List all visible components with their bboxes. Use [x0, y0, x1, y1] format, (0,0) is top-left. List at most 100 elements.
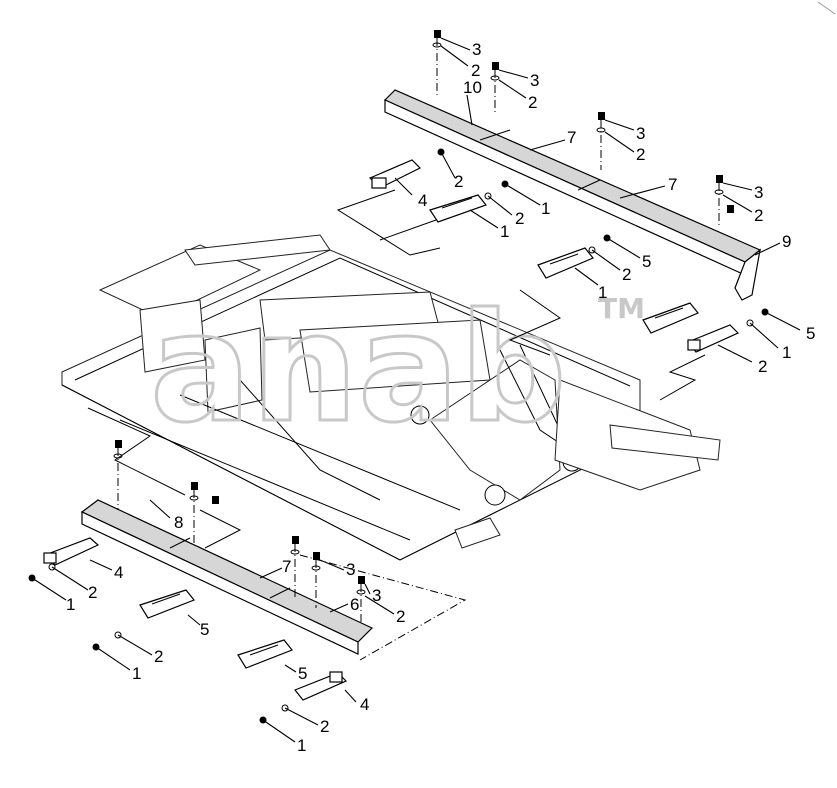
leader-line	[31, 577, 67, 601]
leader-line	[364, 595, 395, 615]
callout-label: 6	[350, 595, 359, 614]
bolt-icon	[358, 576, 365, 584]
mount-line	[199, 509, 242, 549]
upper-bracket-1	[368, 159, 422, 189]
callout-label: 2	[454, 172, 463, 191]
chassis-frame	[61, 234, 721, 561]
bolt-icon	[434, 30, 441, 38]
callout-label: 5	[642, 252, 651, 271]
upper-step-tread	[383, 89, 762, 263]
watermark-trademark: TM	[598, 292, 645, 325]
callout-label: 2	[515, 209, 524, 228]
mount-line	[87, 407, 186, 496]
callout-label: 1	[782, 343, 791, 362]
bolt-icon	[212, 496, 219, 504]
leader-line	[591, 249, 621, 271]
leader-line	[498, 79, 527, 99]
callout-label: 5	[806, 324, 815, 343]
callout-label: 3	[754, 183, 763, 202]
frame-post-left	[139, 299, 206, 373]
leader-line	[394, 177, 413, 196]
callout-label: 2	[636, 145, 645, 164]
lower-callouts: 8 4 2 1 7 3 3 6 2 5 2 1 5 4 2 1	[66, 513, 405, 755]
lower-step-seam-2	[269, 587, 291, 599]
frame-beam-left	[98, 244, 262, 319]
callout-label: 1	[66, 595, 75, 614]
callout-label: 2	[622, 265, 631, 284]
leader-line	[504, 183, 541, 206]
frame-beam-upper	[184, 234, 331, 266]
callout-label: 2	[88, 583, 97, 602]
lower-step-assembly	[28, 407, 467, 743]
pivot-hole-1	[410, 405, 430, 425]
callout-label: 3	[530, 71, 539, 90]
callout-label: 2	[528, 93, 537, 112]
callout-label: 2	[754, 206, 763, 225]
bolt-icon	[727, 205, 734, 213]
leader-line	[487, 195, 513, 216]
leader-line	[529, 139, 566, 151]
leader-line	[440, 151, 456, 179]
bolt-icon	[598, 112, 605, 120]
leader-line	[89, 559, 113, 571]
upper-bracket-5	[687, 324, 740, 353]
callout-label: 1	[598, 283, 607, 302]
lower-step-side	[81, 511, 359, 655]
bolt-icon	[292, 536, 299, 544]
upper-bracket-2	[429, 194, 487, 223]
leader-line	[364, 583, 371, 595]
lower-step-seam-1	[169, 537, 191, 549]
leader-line	[329, 603, 349, 613]
bolt-icon	[313, 552, 320, 560]
leader-line	[149, 499, 171, 519]
upper-step-seam-2	[577, 179, 601, 191]
leader-line	[604, 131, 635, 153]
leader-line	[722, 194, 753, 213]
leader-line	[619, 185, 666, 199]
mount-dashed	[299, 554, 467, 661]
leader-line	[754, 242, 781, 256]
callout-label: 4	[114, 563, 123, 582]
bolt-icon	[28, 574, 36, 582]
lower-bracket-4	[294, 671, 348, 701]
upper-step-endcap	[734, 248, 761, 301]
frame-tail	[609, 424, 721, 461]
leader-line	[469, 209, 499, 229]
leader-line	[117, 634, 153, 656]
callout-label: 3	[472, 40, 481, 59]
leader-line	[262, 719, 296, 743]
bolt-icon	[115, 440, 122, 448]
leader-line	[604, 119, 635, 131]
callout-label: 2	[396, 607, 405, 626]
leader-line	[574, 267, 599, 286]
mount-line	[379, 219, 437, 241]
leader-line	[440, 37, 471, 51]
leader-line	[440, 45, 469, 67]
upper-callouts: 3 2 10 3 2 7 3 2 7 3 2 9 2 1 4 2 1 5 2 1…	[418, 40, 815, 376]
watermark-text: anab	[150, 282, 567, 456]
frame-line-2	[179, 394, 461, 511]
callout-label: 9	[782, 232, 791, 251]
callout-label: 10	[463, 78, 482, 97]
bolt-icon	[716, 175, 723, 183]
pivot-hole-2	[484, 484, 506, 506]
leader-line	[466, 94, 473, 126]
callout-label: 7	[668, 175, 677, 194]
upper-step-assembly	[336, 30, 801, 401]
lower-bracket-2	[139, 589, 195, 619]
watermark: anab TM	[149, 281, 645, 458]
mount-line	[336, 189, 441, 256]
frame-line-1	[119, 419, 411, 541]
callout-label: 4	[360, 695, 369, 714]
callout-label: 3	[346, 560, 355, 579]
callout-label: 4	[418, 191, 427, 210]
corner-mark	[817, 1, 836, 15]
callout-label: 7	[282, 557, 291, 576]
leader-line	[51, 566, 89, 591]
frame-small-step	[454, 517, 501, 549]
leader-line	[187, 614, 201, 626]
bolt-icon	[191, 482, 198, 490]
boom-mount	[429, 359, 561, 501]
callout-label: 5	[298, 664, 307, 683]
